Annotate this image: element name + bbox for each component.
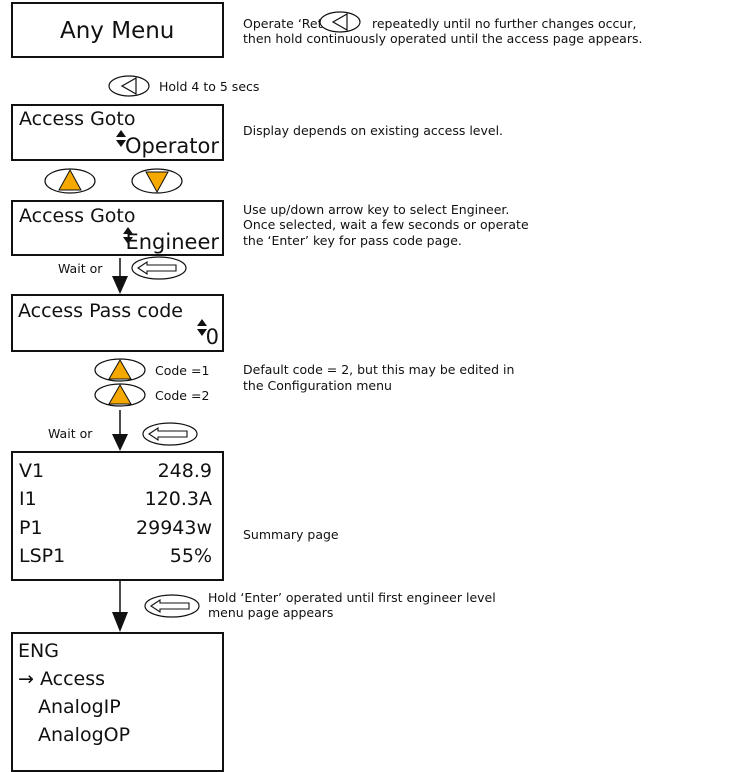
enter-note-line-1: Hold ‘Enter’ operated until first engine… <box>208 590 496 605</box>
pass-code-value: 0 <box>205 325 219 349</box>
up-arrow-key-icon <box>94 383 146 407</box>
access-goto-operator-display: Access Goto Operator <box>11 104 224 161</box>
access-note-1: Display depends on existing access level… <box>243 123 504 138</box>
wait-or-label: Wait or <box>48 426 93 441</box>
return-key-icon <box>108 75 150 97</box>
summary-row-value: 29943w <box>136 517 212 539</box>
summary-row-value: 248.9 <box>157 460 212 482</box>
summary-row-name: I1 <box>19 488 37 510</box>
default-note-line-1: Default code = 2, but this may be edited… <box>243 362 515 377</box>
pass-code-label: Access Pass code <box>18 300 183 322</box>
code-2-label: Code =2 <box>155 388 210 403</box>
flow-arrow <box>112 581 128 632</box>
any-menu-title: Any Menu <box>60 18 175 44</box>
down-arrow-key-icon <box>131 168 183 194</box>
code-1-label: Code =1 <box>155 363 210 378</box>
pass-code-display: Access Pass code 0 <box>11 294 224 352</box>
access-note-2-line-2: Once selected, wait a few seconds or ope… <box>243 217 529 232</box>
default-note-line-2: the Configuration menu <box>243 378 392 393</box>
eng-menu-item: AnalogOP <box>38 724 131 746</box>
up-down-icon <box>116 130 126 147</box>
summary-row-value: 55% <box>169 545 212 567</box>
access-goto-engineer-display: Access Goto Engineer <box>11 200 224 256</box>
eng-menu-display: ENG → Access AnalogIP AnalogOP <box>11 632 224 772</box>
return-key-icon <box>319 11 361 33</box>
enter-key-icon <box>144 594 200 618</box>
eng-menu-title: ENG <box>18 640 59 662</box>
access-goto-label: Access Goto <box>19 205 136 227</box>
access-goto-label: Access Goto <box>19 108 136 130</box>
enter-note-line-2: menu page appears <box>208 605 334 620</box>
hold-label: Hold 4 to 5 secs <box>159 79 260 94</box>
access-note-2-line-1: Use up/down arrow key to select Engineer… <box>243 202 510 217</box>
return-note-line-1b: repeatedly until no further changes occu… <box>372 16 637 31</box>
flow-arrow <box>112 258 128 294</box>
summary-note: Summary page <box>243 527 339 542</box>
summary-display: V1 248.9 I1 120.3A P1 29943w LSP1 55% <box>11 451 224 581</box>
summary-row-name: P1 <box>19 517 43 539</box>
enter-key-icon <box>131 256 187 280</box>
wait-or-label: Wait or <box>58 261 103 276</box>
access-goto-value: Operator <box>125 134 219 158</box>
eng-menu-item: AnalogIP <box>38 696 121 718</box>
up-down-icon <box>123 227 133 244</box>
access-note-2-line-3: the ‘Enter’ key for pass code page. <box>243 233 462 248</box>
eng-menu-item: → Access <box>18 668 106 690</box>
summary-row-value: 120.3A <box>144 488 212 510</box>
flow-arrow <box>112 410 128 451</box>
up-arrow-key-icon <box>94 358 146 382</box>
any-menu-display: Any Menu <box>11 2 224 58</box>
access-goto-value: Engineer <box>125 230 219 254</box>
up-arrow-key-icon <box>44 168 96 194</box>
summary-row-name: V1 <box>19 460 45 482</box>
return-note-line-2: then hold continuously operated until th… <box>243 31 643 46</box>
enter-key-icon <box>142 422 198 446</box>
up-down-icon <box>197 319 207 336</box>
summary-row-name: LSP1 <box>19 545 66 567</box>
